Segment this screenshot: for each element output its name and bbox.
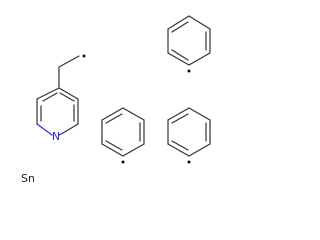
ethyl-radical-dot (82, 54, 86, 58)
tin-atom-label: Sn (21, 172, 35, 185)
ethyl-chain (58, 55, 80, 89)
phenyl-ring-top (167, 15, 211, 66)
phenyl-right-radical-dot (187, 160, 191, 164)
nitrogen-atom-label: N (52, 130, 60, 143)
phenyl-ring-right (167, 107, 211, 157)
phenyl-top-radical-dot (187, 69, 191, 73)
pyridine-ring (36, 87, 79, 134)
chemical-structure-diagram: N (21, 15, 211, 185)
phenyl-ring-middle (101, 107, 145, 157)
pyridine-nitrogen-bonds (36, 123, 64, 136)
phenyl-middle-radical-dot (121, 160, 125, 164)
